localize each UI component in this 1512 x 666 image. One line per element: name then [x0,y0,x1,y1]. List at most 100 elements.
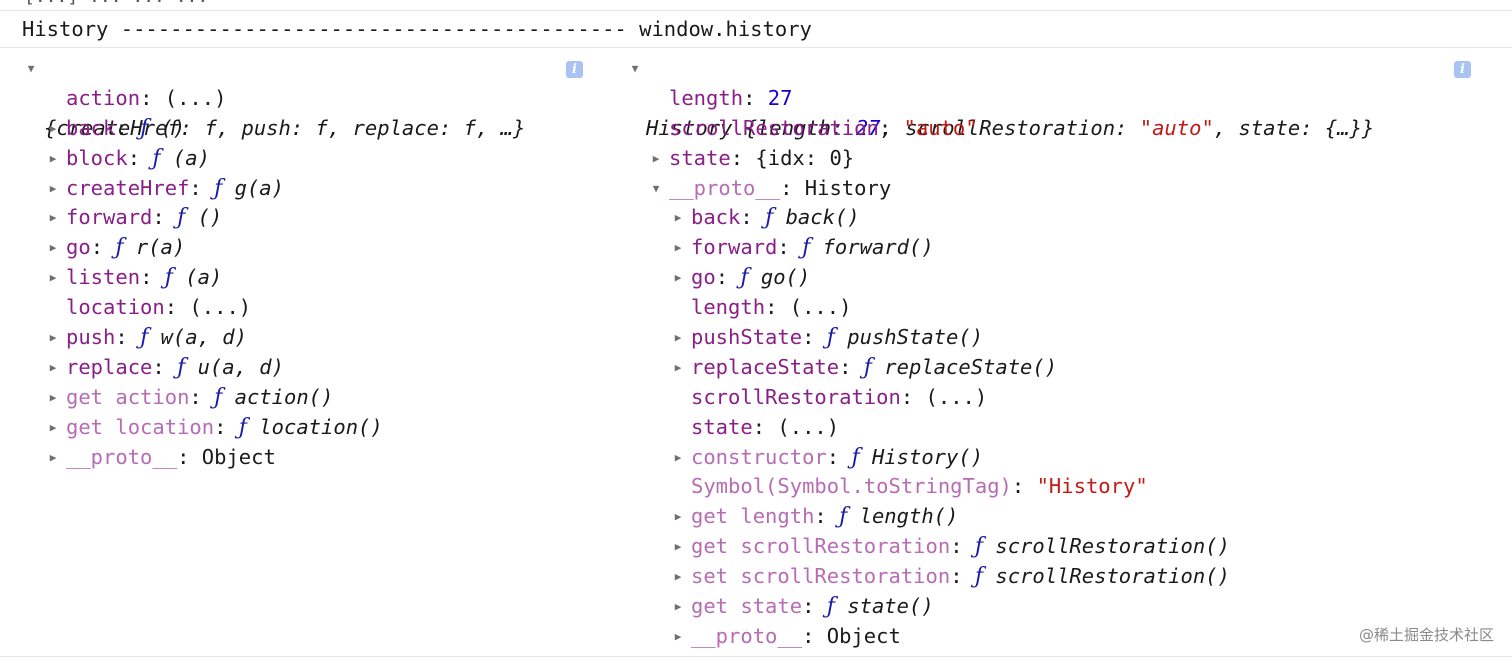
expand-triangle-icon[interactable]: ▼ [27,62,35,75]
collapse-triangle-icon[interactable]: ▶ [674,271,682,285]
property-row[interactable]: ▶go: ƒ r(a) [0,233,620,263]
collapse-triangle-icon[interactable]: ▶ [49,331,57,345]
divider [0,656,1512,657]
property-row[interactable]: ▶__proto__: Object [0,443,620,473]
expand-triangle-icon[interactable]: ▼ [631,62,639,75]
property-content: pushState: ƒ pushState() [691,323,983,353]
info-icon[interactable]: i [1454,61,1471,78]
spacer [983,564,995,588]
key-separator: : [214,414,239,439]
key-separator: : [140,265,165,290]
function-signature: u(a, d) [197,354,284,379]
object-summary: {createHref: f, push: f, replace: f, …} [44,115,526,140]
collapse-triangle-icon[interactable]: ▶ [674,600,682,614]
summary-part: : [1115,115,1140,140]
property-row[interactable]: ▶ go: ƒ go() [610,263,1510,293]
property-key: state [691,414,753,439]
function-signature: () [160,115,186,140]
collapse-triangle-icon[interactable]: ▶ [49,211,57,225]
property-row[interactable]: ▶ pushState: ƒ pushState() [610,323,1510,353]
collapse-triangle-icon[interactable]: ▶ [674,510,682,524]
property-row[interactable]: ▶listen: ƒ (a) [0,263,620,293]
property-content: go: ƒ go() [691,263,810,293]
key-separator: : [189,175,215,200]
property-value: History [804,175,892,200]
summary-part: { [732,115,758,140]
property-row[interactable]: ▶state: {idx: 0} [610,144,1510,174]
spacer [835,325,847,349]
property-row[interactable]: ▶back: ƒ back() [610,203,1510,233]
property-row[interactable]: ▶get length: ƒ length() [610,502,1510,532]
function-signature: scrollRestoration() [995,534,1230,559]
previous-log-line: [...] ... ... ... [0,0,1512,11]
property-row[interactable]: ▶get scrollRestoration: ƒ scrollRestorat… [610,532,1510,562]
property-value: Object [826,623,901,648]
collapse-triangle-icon[interactable]: ▶ [674,540,682,554]
collapse-triangle-icon[interactable]: ▶ [674,211,682,225]
collapse-triangle-icon[interactable]: ▶ [674,450,682,464]
property-row[interactable]: ▶ get action: ƒ action() [0,383,620,413]
summary-part: length [757,115,832,140]
function-icon: ƒ [177,205,186,231]
collapse-triangle-icon[interactable]: ▶ [674,241,682,255]
property-key: go [66,235,91,260]
function-icon: ƒ [826,594,835,620]
summary-part: , [880,115,906,140]
property-key: replaceState [691,354,840,379]
collapse-triangle-icon[interactable]: ▶ [49,181,57,195]
property-content: get location: ƒ location() [66,413,383,443]
expand-triangle-icon[interactable]: ▼ [652,181,660,195]
property-row[interactable]: ▶forward: ƒ forward() [610,233,1510,263]
key-separator: : [777,235,803,260]
property-content: action: (...) [66,84,226,114]
function-icon: ƒ [140,115,149,141]
function-icon: ƒ [214,175,223,201]
right-summary-row[interactable]: ▼ History {length: 27, scrollRestoration… [610,54,1510,140]
summary-part: : {…}} [1300,115,1375,140]
function-signature: location() [259,414,383,439]
property-key: back [691,205,741,230]
property-content: scrollRestoration: "auto" [669,114,978,144]
property-key: forward [66,205,153,230]
function-signature: forward() [822,235,934,260]
property-row[interactable]: ▶replaceState: ƒ replaceState() [610,353,1510,383]
function-icon: ƒ [974,564,984,590]
property-row[interactable]: ▼__proto__: History [610,174,1510,204]
collapse-triangle-icon[interactable]: ▶ [49,420,57,434]
property-row[interactable]: ▶createHref: ƒ g(a) [0,174,620,204]
key-separator: : [814,504,840,529]
key-separator: : [740,205,766,230]
property-row[interactable]: ▶back: ƒ () [0,114,620,144]
collapse-triangle-icon[interactable]: ▶ [49,121,57,135]
collapse-triangle-icon[interactable]: ▶ [652,151,660,165]
property-content: get action: ƒ action() [66,383,333,413]
collapse-triangle-icon[interactable]: ▶ [674,570,682,584]
key-separator: : [127,145,153,170]
property-row[interactable]: ▶get state: ƒ state() [610,592,1510,622]
collapse-triangle-icon[interactable]: ▶ [49,151,57,165]
collapse-triangle-icon[interactable]: ▶ [49,360,57,374]
previous-log-text: [...] ... ... ... [24,0,208,7]
property-row[interactable]: ▶set scrollRestoration: ƒ scrollRestorat… [610,562,1510,592]
summary-class-name: History [646,115,733,140]
property-row[interactable]: ▶push: ƒ w(a, d) [0,323,620,353]
key-separator: : [752,414,778,439]
collapse-triangle-icon[interactable]: ▶ [674,331,682,345]
collapse-triangle-icon[interactable]: ▶ [674,360,682,374]
property-value: 27 [767,85,793,110]
spacer [983,534,995,558]
info-icon[interactable]: i [566,61,583,78]
collapse-triangle-icon[interactable]: ▶ [674,629,682,643]
property-row[interactable]: ▶__proto__: Object [610,622,1510,652]
collapse-triangle-icon[interactable]: ▶ [49,390,57,404]
collapse-triangle-icon[interactable]: ▶ [49,271,57,285]
property-row[interactable]: ▶block: ƒ (a) [0,144,620,174]
property-row[interactable]: ▶ get location: ƒ location() [0,413,620,443]
left-summary-row[interactable]: ▼ {createHref: f, push: f, replace: f, …… [0,54,620,140]
collapse-triangle-icon[interactable]: ▶ [49,241,57,255]
property-row[interactable]: ▶constructor: ƒ History() [610,443,1510,473]
collapse-triangle-icon[interactable]: ▶ [49,450,57,464]
function-icon: ƒ [802,235,811,261]
property-row[interactable]: ▶replace: ƒ u(a, d) [0,353,620,383]
property-row[interactable]: ▶forward: ƒ () [0,203,620,233]
